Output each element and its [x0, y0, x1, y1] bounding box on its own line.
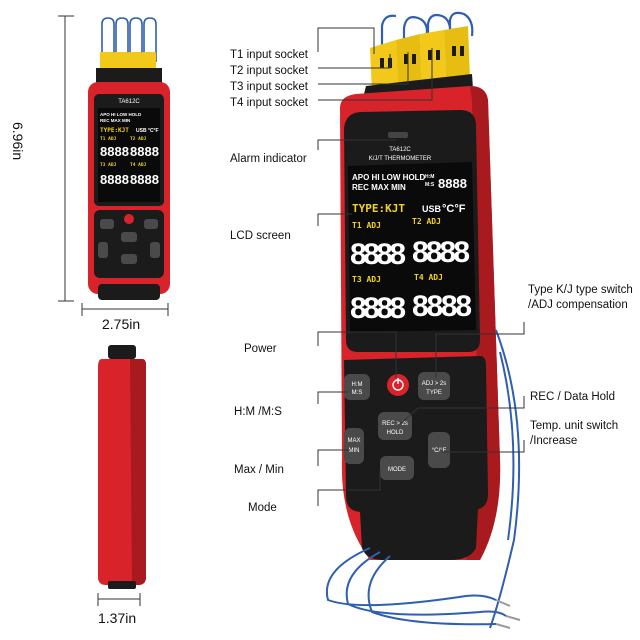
ms-button-label: M:S [352, 390, 363, 396]
lcd-t3-digits: 8888 [350, 292, 406, 325]
lcd-type: TYPE:KJT [352, 202, 405, 215]
small-t4-digits: 8888 [130, 172, 159, 187]
side-bottom [108, 581, 136, 589]
lcd-row1: APO HI LOW HOLD [352, 173, 426, 182]
label-max-min: Max / Min [234, 464, 284, 476]
lcd-t4-label: T4 ADJ [414, 273, 443, 282]
lcd-t4-digits: 8888 [412, 290, 472, 323]
small-power-button [124, 214, 134, 224]
small-t1-label: T1 ADJ [100, 136, 117, 142]
label-type-switch: Type K/J type switch /ADJ compensation [528, 284, 633, 311]
probe-tips [495, 599, 521, 629]
min-button-label: MIN [349, 448, 360, 454]
small-t4-label: T4 ADJ [130, 162, 147, 168]
label-mode: Mode [248, 502, 277, 514]
hm-ms-button [344, 374, 370, 400]
small-sockets [100, 52, 156, 70]
label-hm-ms: H:M /M:S [234, 406, 282, 418]
label-temp-unit: Temp. unit switch /Increase [530, 420, 619, 447]
lcd-row2: REC MAX MIN [352, 183, 406, 192]
label-rec-hold: REC / Data Hold [530, 391, 616, 403]
rec-hold-button [378, 412, 412, 440]
model-subtitle: K/J/T THERMOMETER [369, 156, 432, 162]
small-model: TA612C [118, 99, 140, 105]
width-dimension-label: 2.75in [102, 316, 141, 332]
hold-button-label: HOLD [387, 430, 404, 436]
lcd-usb: USB [422, 204, 442, 214]
lcd-t3-label: T3 ADJ [352, 275, 381, 284]
label-t4-socket: T4 input socket [230, 97, 308, 109]
small-t1-digits: 8888 [100, 144, 129, 159]
rec-button-label: REC > 2s [382, 421, 408, 427]
label-power: Power [244, 343, 277, 355]
lcd-t2-digits: 8888 [412, 236, 470, 269]
small-front-view: TA612C APO HI LOW HOLD REC MAX MIN TYPE:… [88, 17, 170, 300]
small-probe-wires [101, 17, 157, 62]
mode-button-label: MODE [388, 467, 406, 473]
small-t2-digits: 8888 [130, 144, 159, 159]
small-unit: USB °C°F [136, 128, 159, 134]
label-t1-socket: T1 input socket [230, 49, 308, 61]
small-top-black [96, 68, 162, 84]
alarm-indicator [388, 132, 408, 138]
label-t2-socket: T2 input socket [230, 65, 308, 77]
type-button-label: TYPE [426, 390, 442, 396]
label-t3-socket: T3 input socket [230, 81, 308, 93]
small-t2-label: T2 ADJ [130, 136, 147, 142]
depth-dimension-label: 1.37in [98, 610, 137, 626]
unit-button [428, 432, 450, 468]
model-name: TA612C [389, 147, 411, 153]
small-t3-label: T3 ADJ [100, 162, 117, 168]
main-device: TA612C K/J/T THERMOMETER APO HI LOW HOLD… [325, 11, 521, 629]
device-bottom [360, 508, 478, 560]
adj-type-button [418, 372, 450, 400]
lcd-ms: M:S [425, 182, 435, 188]
lcd-t1-label: T1 ADJ [352, 221, 381, 230]
thermocouple-sockets [370, 26, 470, 92]
small-row2: REC MAX MIN [100, 118, 130, 123]
lcd-clock-digits: 8888 [438, 176, 467, 191]
small-bottom [98, 284, 160, 300]
height-dimension-line [58, 15, 74, 302]
probe-wires-top [380, 11, 474, 60]
max-min-button [344, 428, 364, 464]
lcd-t1-digits: 8888 [350, 238, 406, 271]
small-row1: APO HI LOW HOLD [100, 112, 142, 117]
depth-dimension-line [97, 593, 141, 606]
small-buttons [98, 219, 160, 264]
small-lcd [98, 108, 160, 202]
power-button [387, 374, 409, 396]
adj-button-label: ADJ > 2s [422, 381, 447, 387]
mode-button [380, 456, 414, 480]
small-type: TYPE:KJT [100, 127, 129, 134]
label-alarm: Alarm indicator [230, 153, 307, 165]
width-dimension-line [81, 303, 169, 316]
side-shade [130, 359, 146, 585]
lcd-hm: H:M [425, 174, 434, 180]
hm-button-label: H:M [352, 382, 363, 388]
lcd-t2-label: T2 ADJ [412, 217, 441, 226]
small-t3-digits: 8888 [100, 172, 129, 187]
unit-button-label: °C/°F [432, 448, 447, 454]
side-top-cap [108, 345, 136, 359]
side-view [98, 345, 146, 589]
label-lcd: LCD screen [230, 230, 291, 242]
lcd-unit: °C°F [442, 203, 466, 215]
lcd-screen [348, 162, 476, 332]
max-button-label: MAX [347, 438, 360, 444]
